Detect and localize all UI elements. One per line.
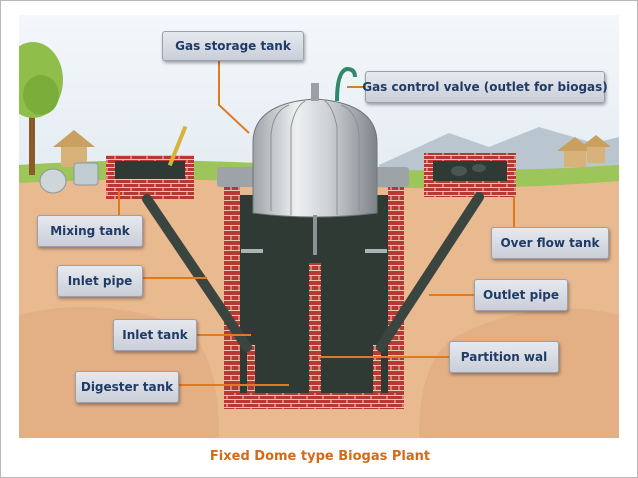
ledge-left — [241, 249, 263, 253]
hut-left — [53, 130, 95, 167]
digester-wall-left — [224, 187, 240, 407]
gas-dome — [252, 83, 378, 218]
ledge-right — [365, 249, 387, 253]
soil-shade-right — [419, 308, 619, 438]
label-inlet-pipe: Inlet pipe — [57, 265, 143, 297]
digester-wall-right — [388, 187, 404, 407]
inlet-chamber-wall — [247, 345, 255, 393]
center-rod — [313, 215, 317, 255]
water-pots — [39, 162, 99, 194]
label-outlet-pipe: Outlet pipe — [474, 279, 568, 311]
label-gas-control-valve: Gas control valve (outlet for biogas) — [362, 71, 608, 103]
digester-floor — [224, 393, 404, 409]
overflow-tank — [424, 153, 516, 197]
label-over-flow-tank: Over flow tank — [491, 227, 609, 259]
label-gas-storage-tank: Gas storage tank — [162, 31, 304, 61]
label-mixing-tank: Mixing tank — [37, 215, 143, 247]
label-partition-wall: Partition wal — [449, 341, 559, 373]
gas-valve-pipe — [335, 66, 357, 102]
inlet-pipe — [142, 194, 252, 352]
biogas-plant-illustration: Gas storage tank Gas control valve (outl… — [3, 15, 619, 438]
mixing-tank — [106, 125, 194, 199]
leader-lines — [118, 59, 515, 386]
outlet-pipe — [376, 192, 484, 352]
diagram-caption: Fixed Dome type Biogas Plant — [209, 449, 431, 464]
leader-gas-storage-tank — [218, 59, 250, 134]
outlet-chamber-wall — [373, 345, 381, 393]
label-digester-tank: Digester tank — [75, 371, 179, 403]
partition-wall — [309, 263, 321, 393]
hut-right — [557, 135, 611, 167]
label-inlet-tank: Inlet tank — [113, 319, 197, 351]
